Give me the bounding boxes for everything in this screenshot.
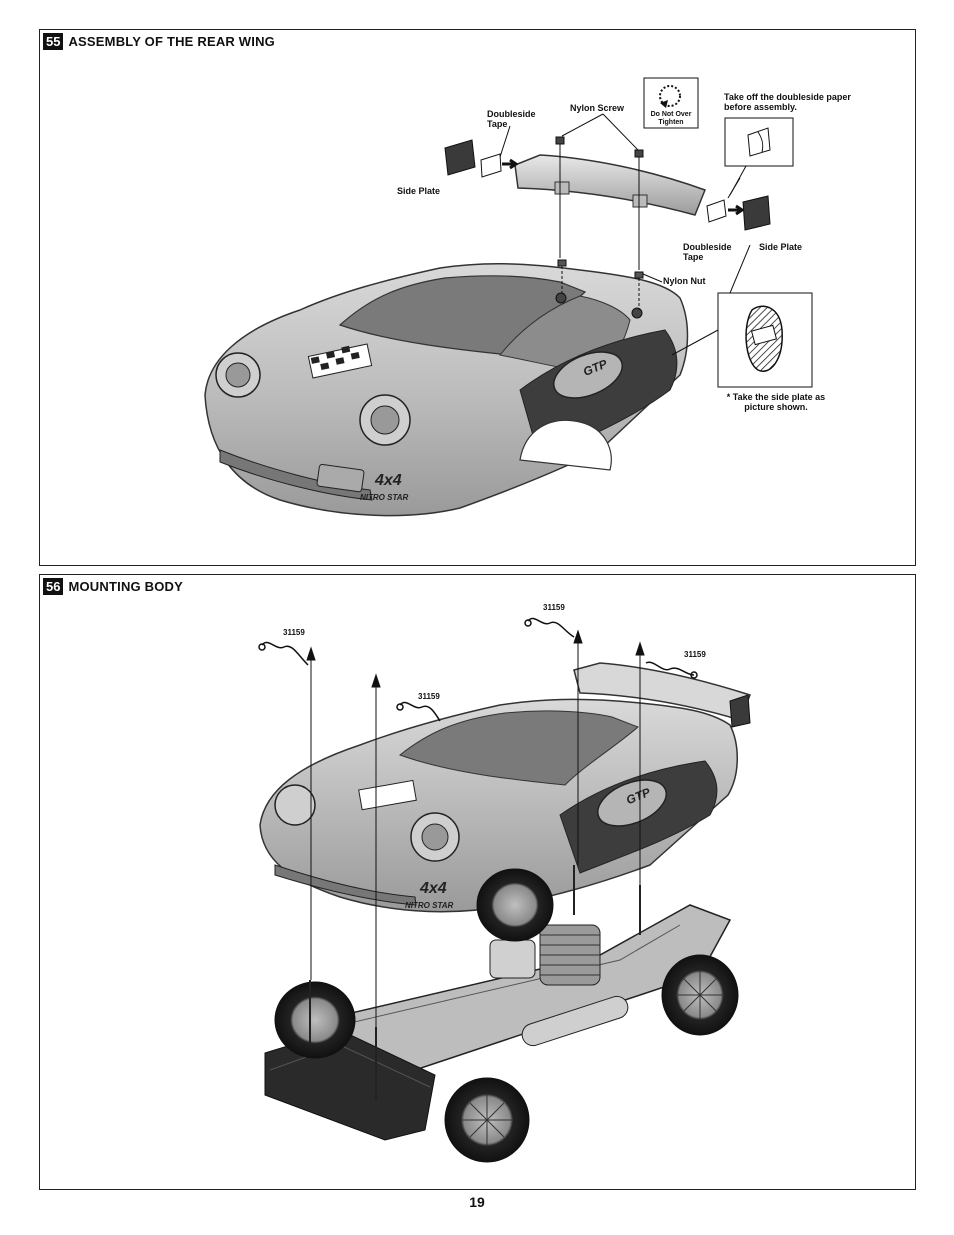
rotate-arrow-icon xyxy=(660,100,668,108)
screw-alignment-lines xyxy=(559,144,640,310)
part-label-31159-b: 31159 xyxy=(418,692,440,701)
step-55-number: 55 xyxy=(43,33,64,50)
rear-wing-assembly-illustration: GTP 4x4 NITRO STAR xyxy=(204,77,813,517)
doubleside-tape-label-right: Doubleside Tape xyxy=(683,242,732,262)
side-plate-label-left: Side Plate xyxy=(397,186,441,196)
body-posts xyxy=(309,865,641,1100)
part-label-31159-a: 31159 xyxy=(283,628,305,637)
nylon-nut-label: Nylon Nut xyxy=(663,276,706,286)
body-clip-icon xyxy=(261,641,309,666)
wheel-rear-left xyxy=(476,868,554,942)
step-55-header: 55 ASSEMBLY OF THE REAR WING xyxy=(43,33,275,50)
four-by-four-badge: 4x4 xyxy=(419,880,447,897)
wheel-rear-right xyxy=(661,954,739,1036)
mounting-body-illustration: GTP 4x4 NITRO STAR xyxy=(258,617,751,1163)
car-body-shell xyxy=(204,263,689,517)
side-plate-left xyxy=(444,139,476,176)
tape-peel-inset xyxy=(724,117,794,196)
rear-wing xyxy=(514,154,706,216)
car-body-shell xyxy=(259,662,751,913)
step-55-panel: 55 ASSEMBLY OF THE REAR WING xyxy=(39,29,916,566)
step-56-number: 56 xyxy=(43,578,64,595)
page-number: 19 xyxy=(469,1194,485,1210)
do-not-over-tighten-label: Do Not Over Tighten xyxy=(650,111,692,126)
nylon-screw-label: Nylon Screw xyxy=(570,103,625,113)
arrow-icon xyxy=(728,204,745,216)
side-plate-detail-inset xyxy=(671,244,813,388)
nitro-star-badge: NITRO STAR xyxy=(405,901,454,910)
body-clip-icon xyxy=(399,701,441,722)
body-clips xyxy=(258,617,698,722)
nitro-star-badge: NITRO STAR xyxy=(360,493,409,502)
hood-checker-decal xyxy=(307,343,373,379)
step-56-title: MOUNTING BODY xyxy=(68,579,184,594)
side-plate-label-right: Side Plate xyxy=(759,242,803,252)
part-label-31159-d: 31159 xyxy=(684,650,706,659)
four-by-four-badge: 4x4 xyxy=(374,472,402,489)
wheel-front-right xyxy=(444,1077,530,1163)
body-clip-icon xyxy=(527,617,575,638)
step-55-title: ASSEMBLY OF THE REAR WING xyxy=(68,34,275,49)
doubleside-tape-left xyxy=(480,153,502,178)
side-plate-note: * Take the side plate as picture shown. xyxy=(726,392,826,412)
do-not-over-tighten-box xyxy=(643,77,699,129)
doubleside-tape-right xyxy=(706,199,727,223)
part-label-31159-c: 31159 xyxy=(543,603,565,612)
take-off-paper-note: Take off the doubleside paper before ass… xyxy=(724,92,851,112)
doubleside-tape-label-top: Doubleside Tape xyxy=(487,109,536,129)
arrow-icon xyxy=(502,158,519,170)
side-plate-right xyxy=(742,195,771,231)
nylon-screws xyxy=(555,136,644,158)
step-56-header: 56 MOUNTING BODY xyxy=(43,578,183,595)
step-56-panel: 56 MOUNTING BODY xyxy=(39,574,916,1190)
wheel-front-left xyxy=(274,981,356,1059)
body-clip-icon xyxy=(645,661,695,676)
alignment-arrows xyxy=(306,629,645,1027)
